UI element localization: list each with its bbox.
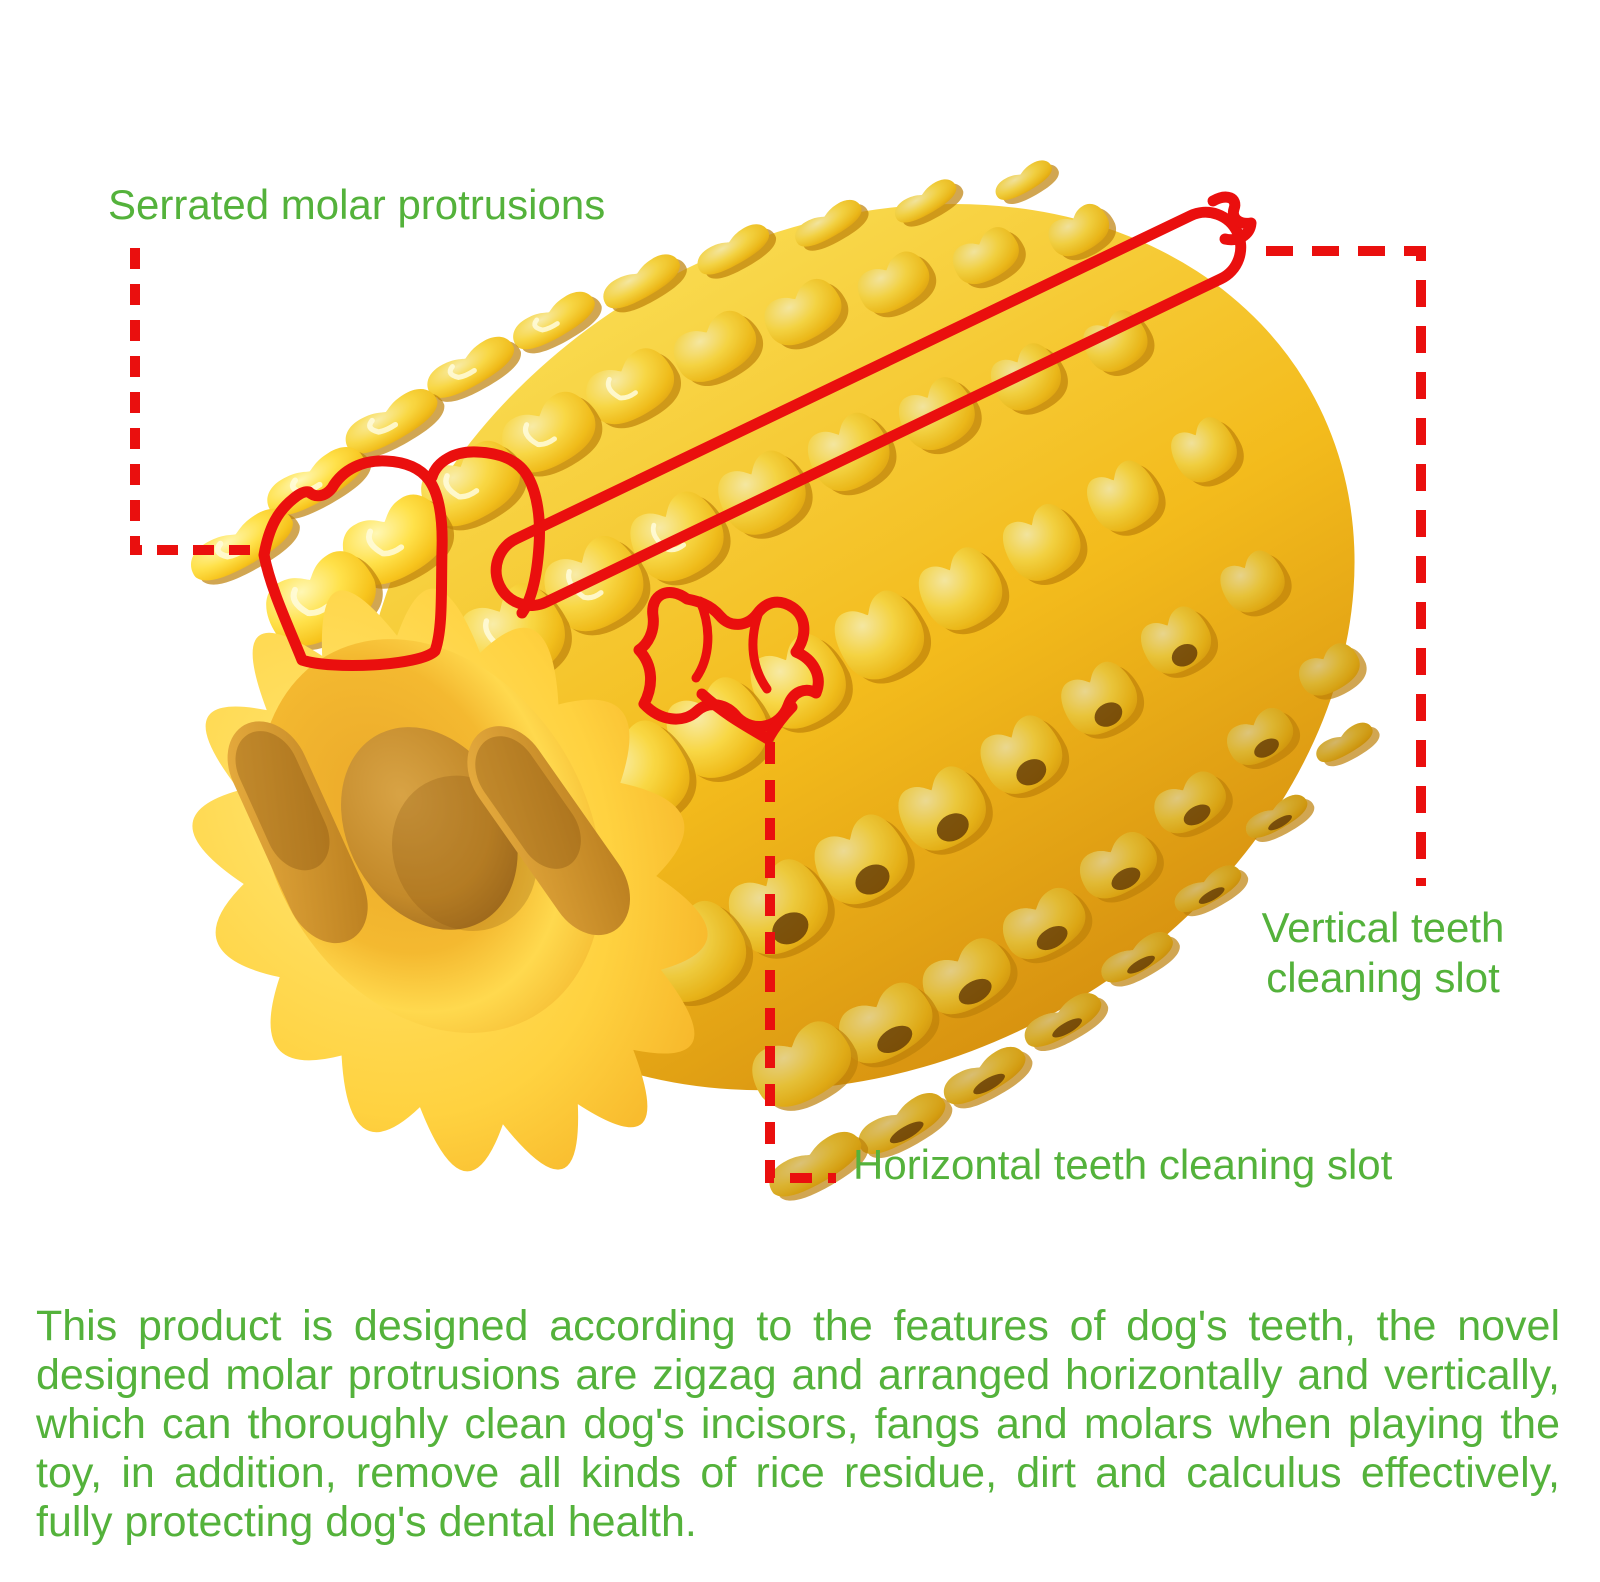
description-line: fully protecting dog's dental health. (36, 1498, 697, 1546)
red-feature-outlines (258, 191, 1257, 745)
product-description: This product is designed according to th… (36, 1302, 1560, 1547)
dashed-callout-lines (130, 246, 1426, 1183)
cap-recess-slots (227, 721, 631, 944)
description-line: toy, in addition, remove all kinds of ri… (36, 1449, 1560, 1497)
label-serrated-molar-protrusions: Serrated molar protrusions (108, 181, 606, 228)
description-line: which can thoroughly clean dog's incisor… (36, 1400, 1560, 1448)
description-line: This product is designed according to th… (36, 1302, 1560, 1350)
label-vertical-teeth-cleaning-slot: Vertical teeth cleaning slot (1261, 904, 1505, 1001)
description-line: designed molar protrusions are zigzag an… (36, 1351, 1560, 1399)
corn-end-cap (192, 588, 708, 1172)
label-horizontal-teeth-cleaning-slot: Horizontal teeth cleaning slot (853, 1141, 1393, 1188)
